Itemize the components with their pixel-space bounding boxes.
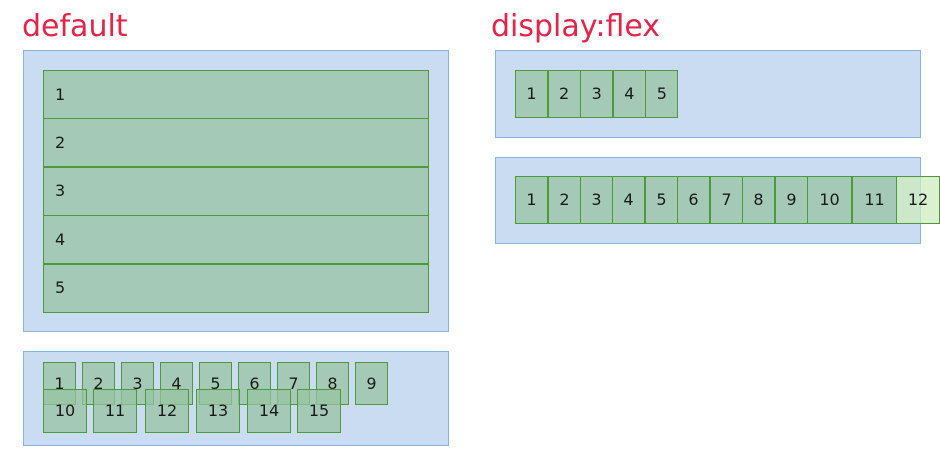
block-item: 3 [43, 166, 429, 216]
flex-item: 4 [612, 70, 646, 118]
flex-item: 3 [580, 70, 614, 118]
block-item: 4 [43, 215, 429, 265]
block-item: 5 [43, 263, 429, 313]
flex-item: 10 [807, 176, 852, 224]
inline-item: 11 [93, 389, 137, 433]
block-item: 2 [43, 118, 429, 168]
flex-item: 7 [710, 176, 743, 224]
inline-item: 12 [145, 389, 189, 433]
flex-item: 4 [612, 176, 645, 224]
flex-item: 3 [580, 176, 613, 224]
block-item: 1 [43, 70, 429, 119]
flex-item: 11 [852, 176, 897, 224]
heading-default: default [22, 9, 128, 44]
inline-item: 13 [196, 389, 240, 433]
flex-item: 2 [548, 176, 581, 224]
flex-item: 2 [547, 70, 581, 118]
flex-item: 6 [677, 176, 710, 224]
flex-item: 9 [775, 176, 808, 224]
inline-item: 14 [247, 389, 291, 433]
heading-display-flex: display:flex [491, 9, 661, 44]
flex-item: 5 [645, 70, 679, 118]
flex-item: 1 [515, 176, 548, 224]
flex-item: 12 [896, 176, 940, 224]
flex-item: 1 [515, 70, 548, 118]
flex-item: 5 [645, 176, 678, 224]
inline-item: 15 [297, 389, 341, 433]
flex-item: 8 [742, 176, 775, 224]
inline-item: 10 [43, 389, 87, 433]
inline-item: 9 [355, 362, 388, 405]
